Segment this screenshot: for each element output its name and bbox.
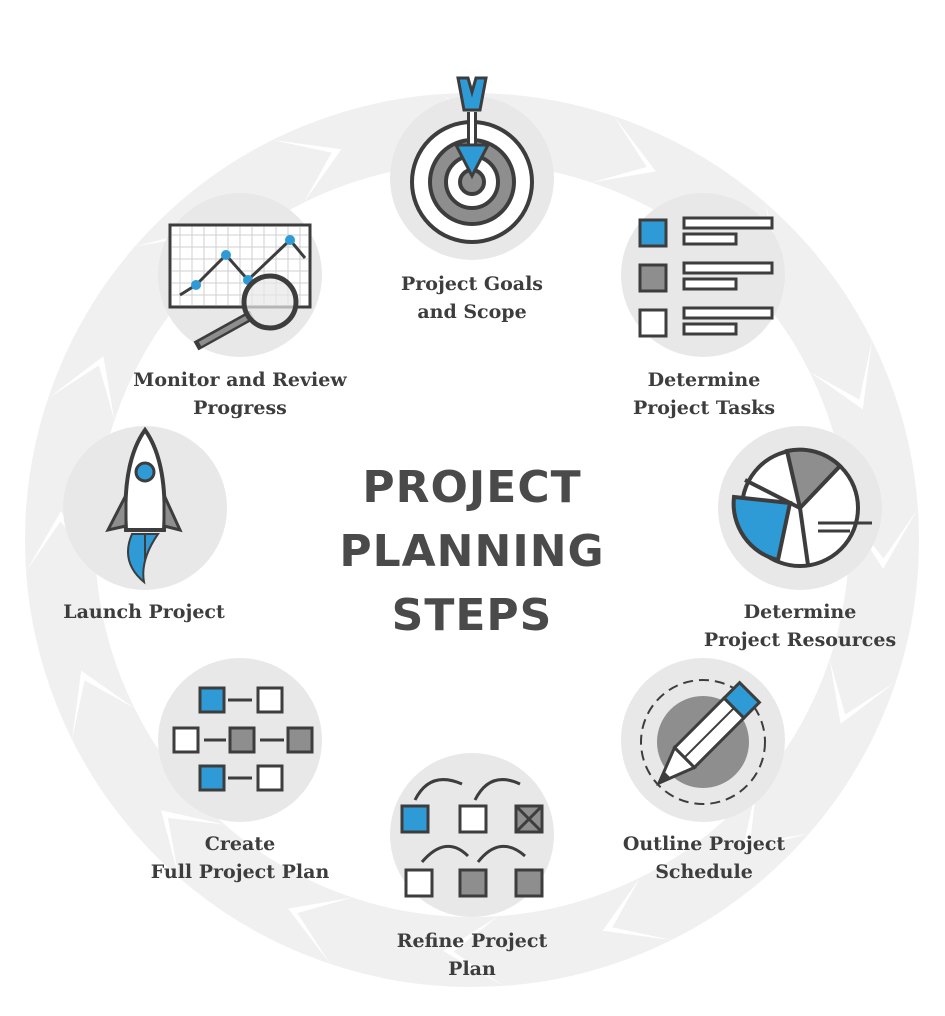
step-label-create: Create Full Project Plan [150, 833, 330, 883]
magnifier-chart-icon [158, 193, 322, 357]
ring-chevron [591, 116, 656, 183]
ring-chevron [161, 810, 225, 878]
step-label-monitor: Monitor and Review Progress [133, 369, 347, 419]
pencil-icon [621, 658, 785, 822]
title-line-3: STEPS [391, 590, 553, 641]
ring-chevron [829, 659, 896, 724]
plan-flow-icon [158, 658, 322, 822]
step-label-refine: Refine Project Plan [396, 930, 548, 980]
target-arrow-icon [390, 76, 554, 260]
task-checklist-icon [621, 193, 785, 357]
rocket-icon [63, 426, 227, 590]
pie-chart-icon [718, 426, 882, 590]
step-label-goals: Project Goals and Scope [400, 273, 544, 323]
ring-chevron [742, 787, 810, 851]
step-label-resources: Determine Project Resources [703, 601, 897, 651]
step-label-launch: Launch Project [63, 601, 225, 623]
refine-flow-icon [390, 753, 554, 917]
step-label-schedule: Outline Project Schedule [622, 833, 786, 883]
step-label-tasks: Determine Project Tasks [632, 369, 776, 419]
title-line-1: PROJECT [362, 462, 582, 513]
ring-chevron [288, 897, 353, 964]
title-line-2: PLANNING [339, 526, 605, 577]
diagram-title: PROJECT PLANNING STEPS [272, 466, 672, 638]
ring-chevron [48, 356, 115, 421]
